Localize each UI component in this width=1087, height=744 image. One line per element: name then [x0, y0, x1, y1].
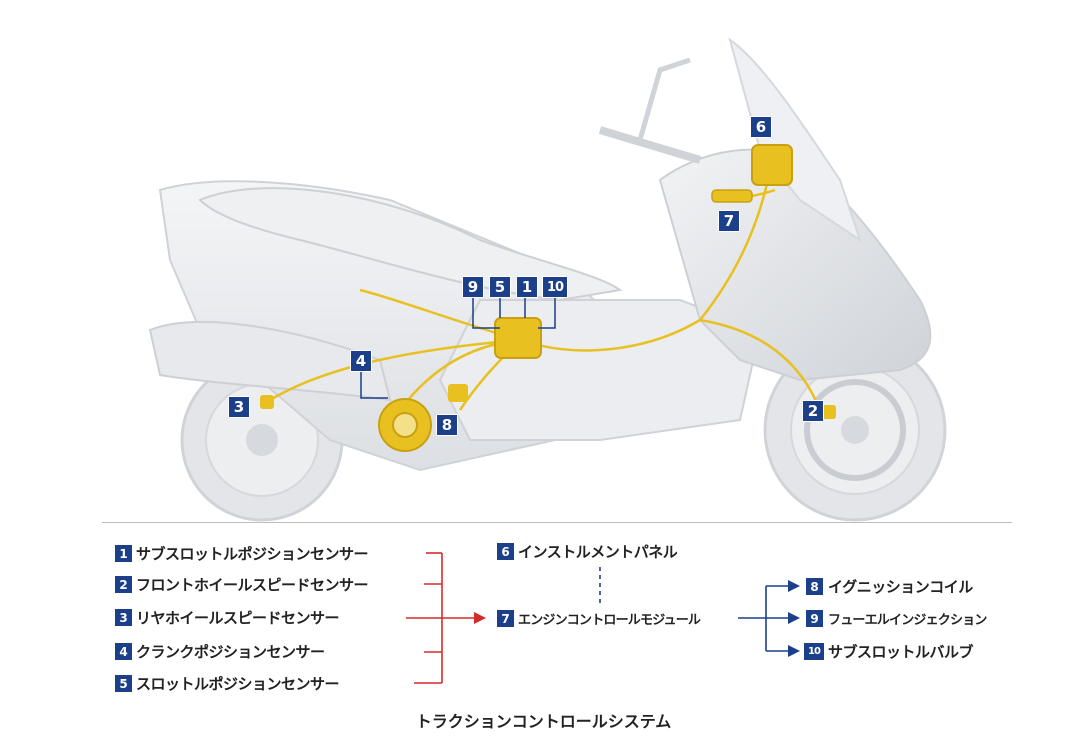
legend-badge-10: 10 — [804, 643, 824, 660]
instrument-panel-part — [751, 144, 793, 186]
callout-4: 4 — [350, 350, 372, 372]
callout-8: 8 — [436, 414, 458, 436]
rear-sensor-part — [260, 395, 274, 409]
legend-badge-3: 3 — [115, 609, 132, 626]
callout-1: 1 — [516, 276, 538, 298]
callout-3: 3 — [228, 396, 250, 418]
legend-badge-9: 9 — [806, 610, 823, 627]
legend-label-2: フロントホイールスピードセンサー — [136, 576, 369, 594]
legend-label-6: インストルメントパネル — [518, 543, 678, 561]
front-sensor-part — [822, 405, 836, 419]
callout-6: 6 — [750, 116, 772, 138]
divider — [102, 522, 1012, 523]
legend-label-9: フューエルインジェクション — [828, 613, 987, 628]
legend-label-4: クランクポジションセンサー — [136, 643, 325, 661]
diagram-caption: トラクションコントロールシステム — [415, 712, 672, 731]
windscreen — [728, 37, 862, 243]
legend-label-7: エンジンコントロールモジュール — [518, 613, 701, 628]
legend-badge-2: 2 — [115, 576, 132, 593]
legend-label-5: スロットルポジションセンサー — [136, 675, 340, 693]
handlebar — [598, 126, 702, 164]
seat — [198, 187, 623, 302]
legend-badge-6: 6 — [497, 543, 514, 560]
callout-10: 10 — [542, 276, 568, 298]
throttle-body-part — [494, 317, 542, 359]
legend-label-1: サブスロットルポジションセンサー — [136, 545, 369, 563]
ecm-part — [711, 189, 753, 203]
front-shield — [658, 148, 932, 382]
legend-badge-5: 5 — [115, 675, 132, 692]
muffler — [148, 321, 392, 402]
legend-label-10: サブスロットルバルブ — [828, 643, 974, 661]
front-wheel — [763, 338, 947, 522]
legend-badge-8: 8 — [806, 578, 823, 595]
legend-badge-1: 1 — [115, 545, 132, 562]
callout-leaders — [360, 298, 556, 399]
legend-badge-4: 4 — [115, 643, 132, 660]
callout-7: 7 — [718, 210, 740, 232]
legend-label-3: リヤホイールスピードセンサー — [136, 609, 340, 627]
callout-5: 5 — [489, 276, 511, 298]
legend-label-8: イグニッションコイル — [828, 578, 973, 596]
ignition-coil-part — [448, 384, 468, 402]
crank-sensor-core — [392, 412, 418, 438]
legend-badge-7: 7 — [497, 610, 514, 627]
scooter-illustration — [148, 37, 947, 522]
callout-9: 9 — [462, 276, 484, 298]
callout-2: 2 — [802, 400, 824, 422]
mirror-stem — [637, 57, 691, 141]
